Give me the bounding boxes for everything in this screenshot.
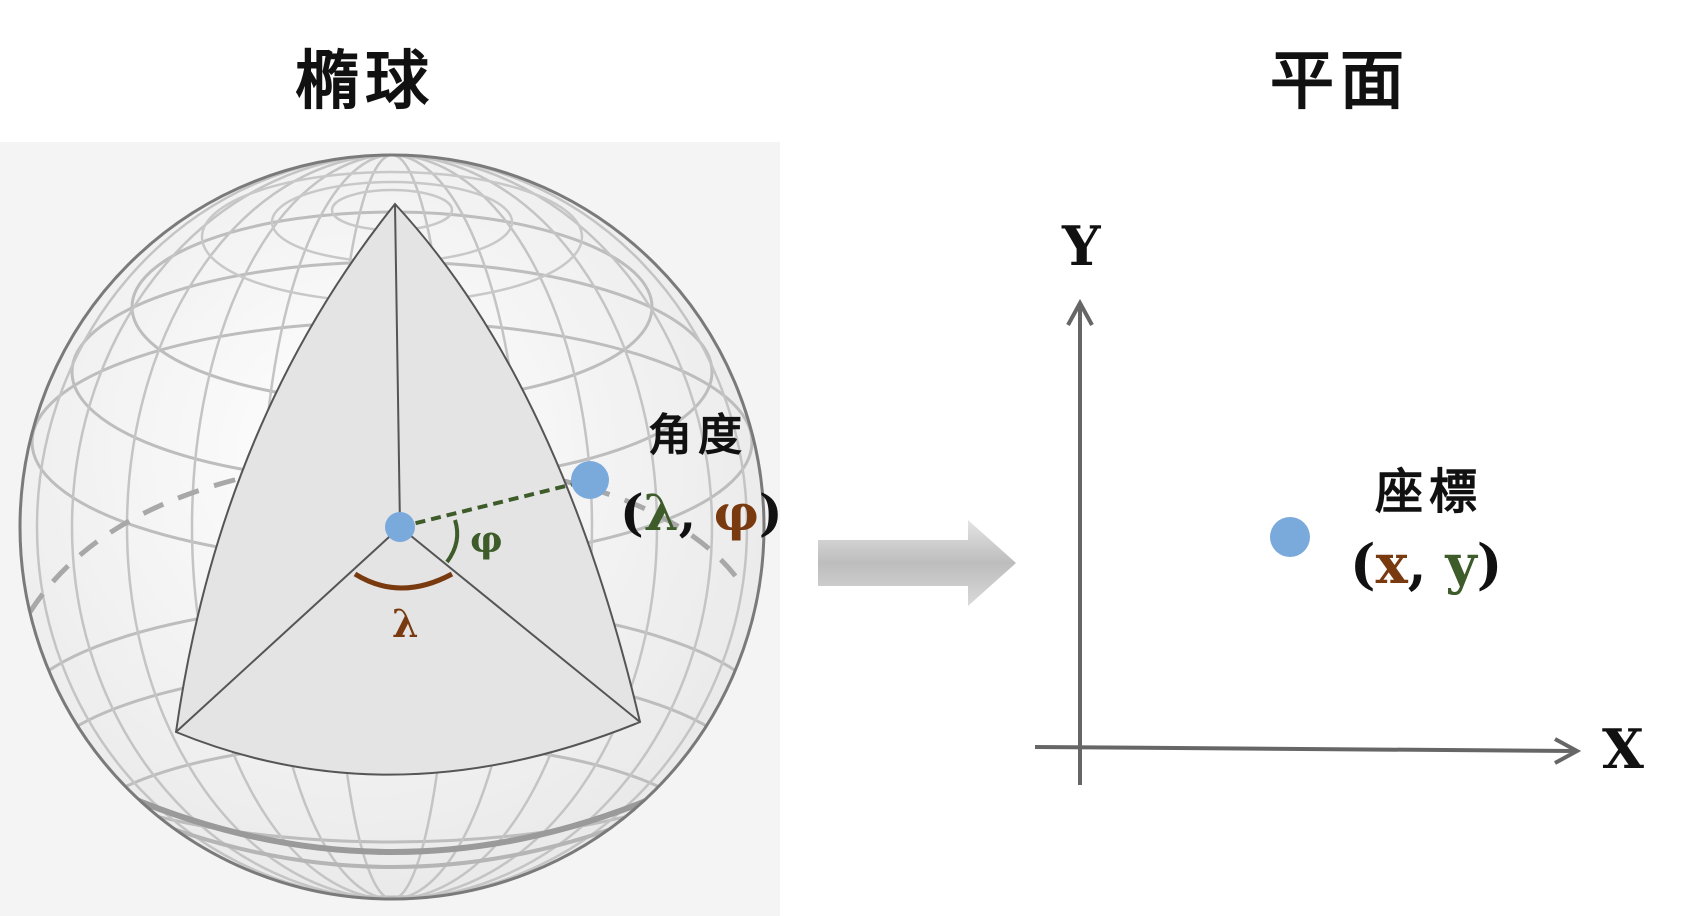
transform-arrow-icon <box>818 518 1018 608</box>
x-symbol: x <box>1376 532 1409 596</box>
phi-angle-label: φ <box>470 519 503 561</box>
y-axis-arrowhead-icon <box>1066 298 1094 326</box>
x-axis-label: X <box>1602 717 1644 781</box>
plane-title: 平面 <box>1270 44 1410 119</box>
plane-diagram: Y X 座標 (x, y) <box>1000 190 1687 830</box>
sphere-outline <box>18 153 766 901</box>
ellipsoid-title: 橢球 <box>295 44 435 119</box>
cut-wedge <box>174 202 642 776</box>
tuple-open: ( <box>1350 532 1376 596</box>
angle-tuple: (λ, φ) <box>620 483 780 542</box>
plane-point <box>1270 517 1310 557</box>
polar-axis-line <box>394 203 401 528</box>
coord-tuple: (x, y) <box>1350 532 1502 596</box>
tuple-close: ) <box>759 483 780 542</box>
tuple-separator: , <box>679 483 714 542</box>
x-axis-arrowhead-icon <box>1554 737 1582 765</box>
tuple-close: ) <box>1477 532 1503 596</box>
phi-arc <box>445 519 460 564</box>
center-point <box>385 512 415 542</box>
coord-label: 座標 <box>1375 464 1483 520</box>
y-symbol: y <box>1444 532 1478 596</box>
lambda-symbol: λ <box>644 483 679 542</box>
ellipsoid-diagram: φ λ 角度 (λ, φ) <box>0 142 780 916</box>
phi-dashed-radius <box>399 478 591 529</box>
radius-line-left <box>175 526 401 733</box>
surface-point <box>571 461 609 499</box>
tuple-separator: , <box>1408 532 1446 596</box>
y-axis-label: Y <box>1061 214 1102 278</box>
lambda-arc <box>353 571 454 591</box>
x-axis <box>1034 745 1576 753</box>
radius-line-right <box>399 526 641 723</box>
tuple-open: ( <box>620 483 644 542</box>
lambda-angle-label: λ <box>392 601 419 646</box>
angle-label: 角度 <box>648 410 748 461</box>
phi-symbol: φ <box>714 483 759 542</box>
